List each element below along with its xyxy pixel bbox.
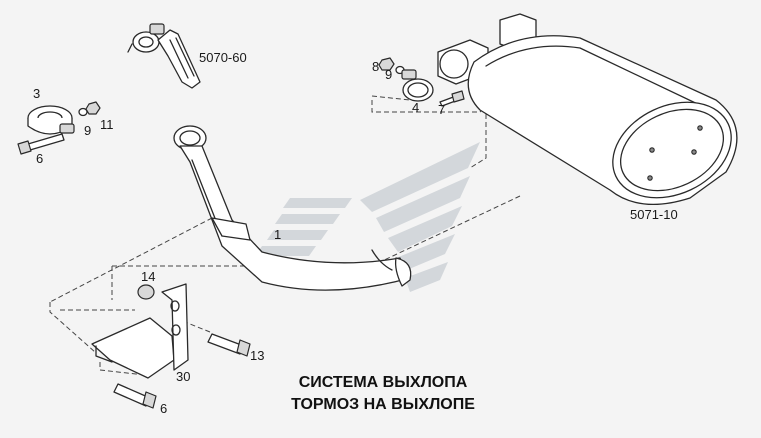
label-part-9-left: 9 [84, 123, 92, 138]
label-part-8: 8 [372, 59, 380, 74]
caption-subtitle: ТОРМОЗ НА ВЫХЛОПЕ [291, 396, 475, 413]
downpipe-1 [173, 125, 412, 291]
nut-11 [85, 101, 101, 115]
clamp-5070-60 [127, 23, 201, 89]
label-part-5071-10: 5071-10 [630, 207, 678, 222]
bracket-30 [91, 283, 189, 379]
label-part-7: 7 [438, 102, 446, 117]
label-part-4: 4 [412, 100, 420, 115]
label-part-14: 14 [141, 269, 156, 284]
bolt-6-bottom [113, 383, 157, 409]
label-part-9-right: 9 [385, 67, 393, 82]
label-part-13: 13 [250, 348, 265, 363]
label-part-30: 30 [176, 369, 191, 384]
label-part-11: 11 [100, 117, 114, 132]
muffler-5071-10 [437, 13, 738, 206]
ring-clamp-3 [27, 105, 75, 135]
nut-8 [378, 57, 395, 71]
band-clamp-4 [401, 69, 434, 102]
watermark-logo [255, 142, 480, 292]
label-part-5070-60: 5070-60 [199, 50, 247, 65]
bolt-13 [207, 333, 251, 357]
label-part-6-bottom: 6 [160, 401, 168, 416]
label-part-6-top: 6 [36, 151, 44, 166]
bolt-6-top [17, 133, 65, 155]
washer-9-left [78, 107, 88, 117]
bolt-7 [439, 90, 465, 107]
label-part-1: 1 [274, 227, 282, 242]
caption-title: СИСТЕМА ВЫХЛОПА [298, 374, 468, 391]
label-part-3: 3 [33, 86, 41, 101]
nut-14 [137, 284, 155, 300]
